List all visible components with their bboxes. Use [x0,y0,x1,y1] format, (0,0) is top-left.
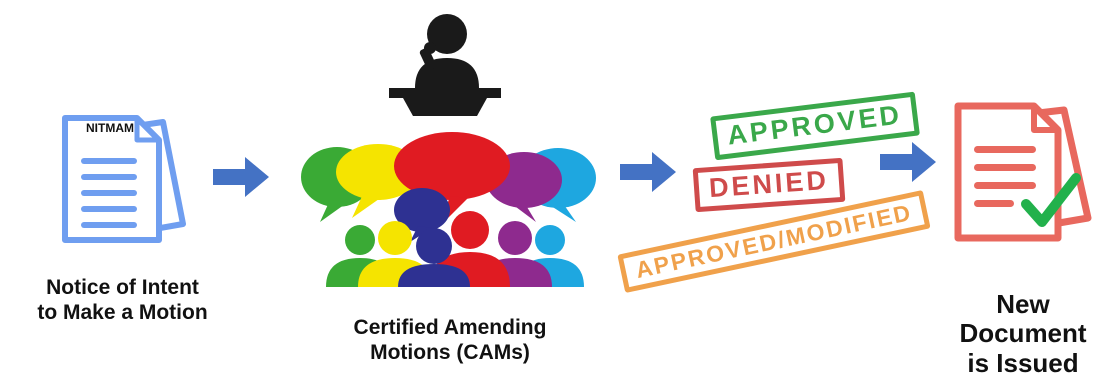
arrow-right-icon [620,152,676,192]
new-document-caption: New Document is Issued [948,289,1098,378]
audience-speech-bubbles-icon [301,132,596,287]
arrow-right-icon [213,157,269,197]
notice-of-intent-caption: Notice of Intent to Make a Motion [10,276,235,326]
caption-line: Certified Amending [353,316,547,339]
podium-speaker-icon [389,14,501,116]
cams-caption: Certified Amending Motions (CAMs) [300,316,600,366]
caption-line: is Issued [967,347,1079,378]
checkmark-icon [1021,173,1081,227]
caption-line: Document [959,318,1087,349]
caption-line: Motions (CAMs) [370,340,530,364]
nitmam-tag: NITMAM [86,121,134,135]
nitmam-document-icon [62,115,186,243]
caption-line: to Make a Motion [37,300,208,324]
caption-line: New [996,289,1050,319]
denied-stamp: DENIED [692,157,846,212]
caption-line: Notice of Intent [46,276,199,299]
arrow-right-icon [880,142,936,182]
